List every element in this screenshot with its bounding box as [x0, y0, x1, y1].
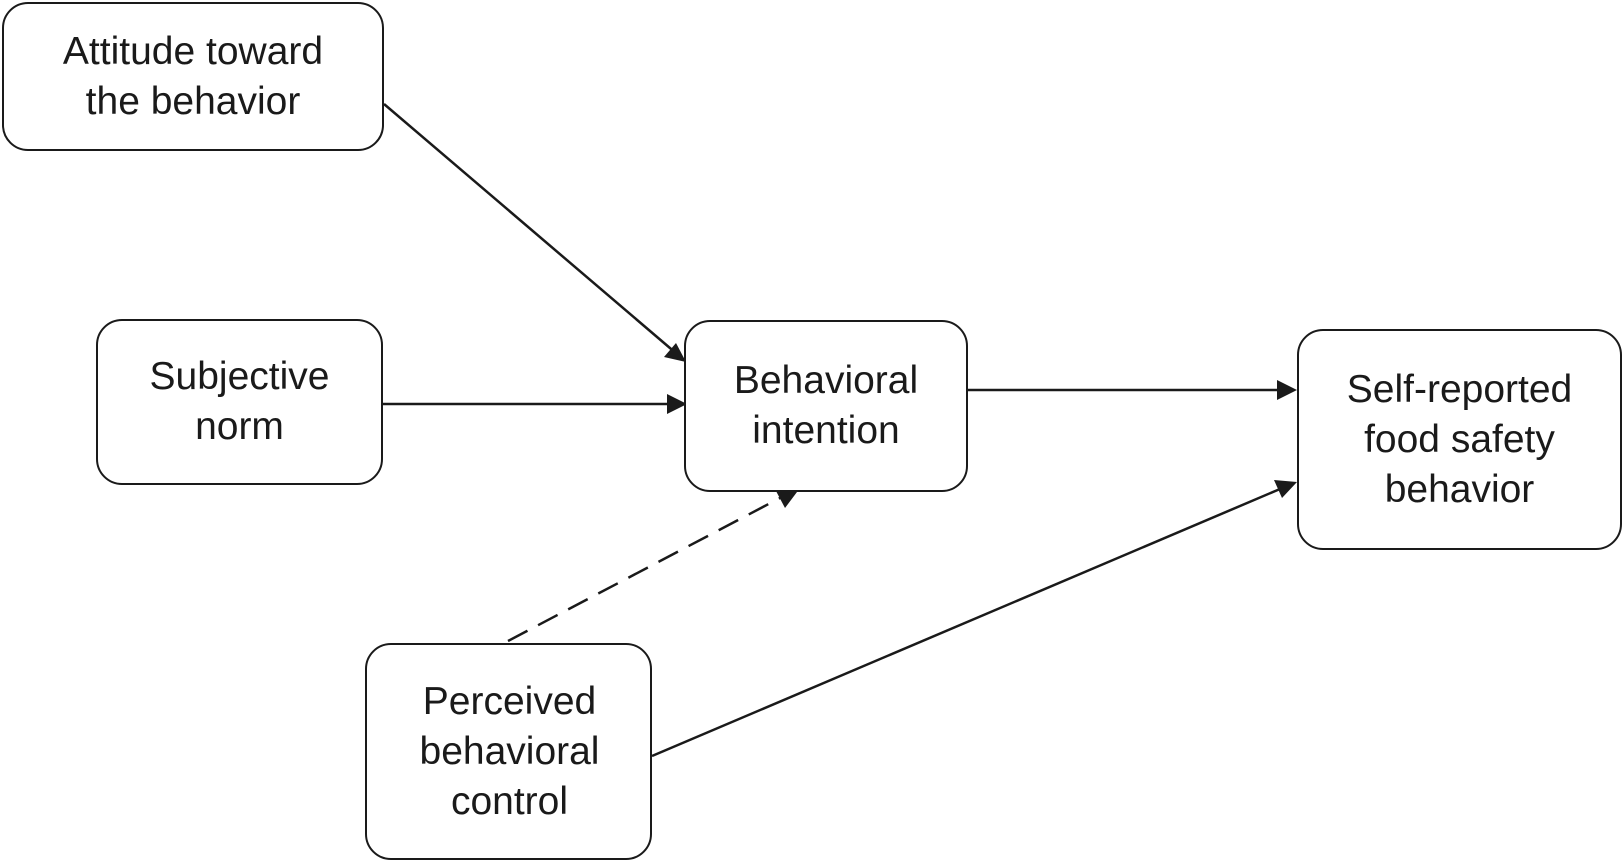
arrowhead-norm-to-intention	[667, 394, 687, 414]
perceived-behavioral-control-node-line-3: control	[450, 779, 569, 823]
perceived-behavioral-control-node: Perceived behavioral control	[365, 643, 652, 860]
subjective-norm-node: Subjective norm	[96, 319, 383, 485]
edge-attitude-to-intention	[383, 103, 685, 361]
self-reported-behavior-node: Self-reported food safety behavior	[1297, 329, 1622, 550]
self-reported-behavior-node-line-2: food safety	[1364, 417, 1555, 461]
behavioral-intention-node: Behavioral intention	[684, 320, 968, 492]
edge-pbc-to-self-reported	[651, 487, 1281, 758]
arrowhead-attitude-to-intention	[664, 343, 686, 362]
perceived-behavioral-control-node-line-1: Perceived	[422, 679, 597, 723]
behavioral-intention-node-line-2: intention	[752, 409, 900, 452]
perceived-behavioral-control-node-line-2: behavioral	[419, 729, 600, 773]
arrowhead-intention-to-self-reported	[1277, 380, 1297, 400]
subjective-norm-node-line-1: Subjective	[149, 355, 330, 398]
arrowhead-pbc-to-self-reported	[1274, 480, 1297, 498]
arrowhead-pbc-to-intention	[776, 491, 797, 508]
attitude-node-line-1: Attitude toward	[62, 29, 324, 73]
edge-pbc-to-intention-dashed	[507, 496, 781, 643]
behavioral-intention-node-line-1: Behavioral	[733, 359, 919, 402]
self-reported-behavior-node-line-1: Self-reported	[1346, 367, 1573, 411]
self-reported-behavior-node-line-3: behavior	[1384, 467, 1535, 511]
subjective-norm-node-line-2: norm	[195, 405, 284, 448]
attitude-node-line-2: the behavior	[85, 79, 301, 123]
attitude-node: Attitude toward the behavior	[2, 2, 384, 151]
